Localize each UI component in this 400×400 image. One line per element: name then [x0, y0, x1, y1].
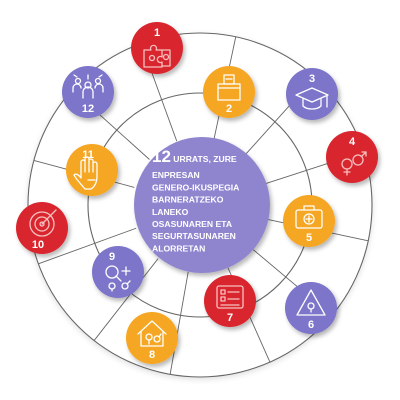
step-badge-circle: [16, 202, 68, 254]
step-badge-circle: [62, 66, 114, 118]
center-title-text: ENPRESAN: [152, 170, 200, 180]
ballot-box-icon: [217, 74, 241, 101]
center-title-line: SEGURTASUNAREN: [152, 231, 236, 241]
spoke-line: [93, 258, 159, 341]
step-badge-7: 7: [204, 275, 256, 327]
step-number: 8: [149, 349, 155, 361]
step-number: 1: [154, 27, 160, 39]
step-number: 9: [109, 251, 115, 263]
team-group-icon: [72, 74, 104, 99]
step-badge-9: 9: [92, 246, 144, 298]
checklist-icon: [216, 285, 244, 309]
step-badge-circle: [285, 282, 337, 334]
center-title-text: URRATS, ZURE: [171, 154, 237, 164]
center-title-line: GENERO-IKUSPEGIA: [152, 182, 239, 192]
step-number: 12: [82, 103, 94, 115]
step-number: 7: [227, 312, 233, 324]
center-title-line: ALORRETAN: [152, 243, 205, 253]
step-badge-1: 1: [131, 22, 183, 74]
center-disk: [134, 137, 270, 273]
search-gender-icon: [105, 265, 131, 292]
target-icon: [29, 209, 57, 237]
step-badge-11: 11: [66, 144, 118, 196]
center-title-text: LANEKO: [152, 207, 189, 217]
step-badge-12: 12: [62, 66, 114, 118]
center-title-text: OSASUNAREN ETA: [152, 219, 232, 229]
center-title-number: 12: [152, 147, 171, 166]
step-number: 5: [306, 232, 312, 244]
step-number: 6: [308, 319, 314, 331]
step-badge-5: 5: [283, 195, 335, 247]
center-title: 12 URRATS, ZURE ENPRESAN GENERO-IKUSPEGIA B…: [152, 147, 239, 253]
spoke-line: [169, 271, 189, 375]
step-badge-circle: [203, 66, 255, 118]
center-title-text: GENERO-IKUSPEGIA: [152, 182, 239, 192]
house-gender-icon: [137, 320, 167, 347]
center-title-line: OSASUNAREN ETA: [152, 219, 232, 229]
step-badge-4: 4: [326, 131, 378, 183]
step-number: 10: [32, 239, 44, 251]
spoke-line: [38, 227, 137, 265]
step-badge-circle: [66, 144, 118, 196]
step-number: 4: [349, 136, 356, 148]
center-title-text: BARNERATZEKO: [152, 195, 224, 205]
step-badge-circle: [326, 131, 378, 183]
center-title-line: BARNERATZEKO: [152, 195, 224, 205]
warning-triangle-icon: [296, 289, 326, 316]
step-badge-8: 8: [126, 312, 178, 364]
graduation-cap-icon: [295, 87, 329, 110]
step-badge-2: 2: [203, 66, 255, 118]
center-title-line: ENPRESAN: [152, 170, 200, 180]
raised-hand-icon: [73, 156, 98, 190]
center-title-text: ALORRETAN: [152, 243, 205, 253]
step-number: 2: [226, 103, 232, 115]
step-badge-10: 10: [16, 202, 68, 254]
step-number: 3: [309, 73, 315, 85]
step-badge-circle: [286, 68, 338, 120]
step-badge-3: 3: [286, 68, 338, 120]
first-aid-kit-icon: [295, 205, 323, 229]
center-title-text: SEGURTASUNAREN: [152, 231, 236, 241]
puzzle-gender-icon: [143, 44, 171, 68]
step-number: 11: [82, 149, 94, 161]
gender-symbols-icon: [341, 151, 367, 176]
center-title-line: 12 URRATS, ZURE: [152, 147, 237, 166]
center-title-line: LANEKO: [152, 207, 189, 217]
step-badge-6: 6: [285, 282, 337, 334]
